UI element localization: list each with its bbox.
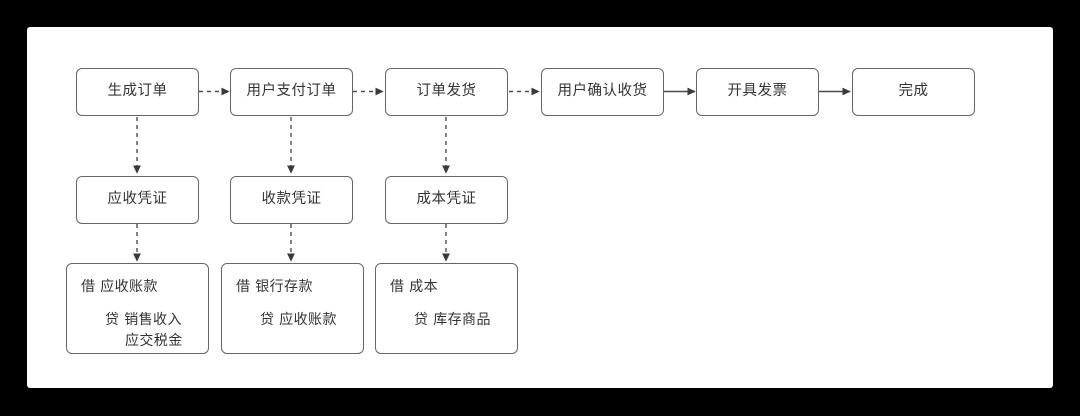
entry-line-spacer [236,299,363,311]
entry-line: 应交税金 [125,333,183,349]
entry-line: 贷 应收账款 [260,312,337,328]
node-entry-cost[interactable]: 借 成本 贷 库存商品 [375,263,518,354]
entry-line: 借 成本 [390,279,439,295]
node-step-ship[interactable]: 订单发货 [385,68,508,116]
node-step-create-order[interactable]: 生成订单 [76,68,199,116]
node-voucher-collection[interactable]: 收款凭证 [230,176,353,224]
entry-line: 贷 库存商品 [414,312,491,328]
entry-line-spacer [81,299,208,311]
node-entry-collection[interactable]: 借 银行存款 贷 应收账款 [221,263,364,354]
node-voucher-cost[interactable]: 成本凭证 [385,176,508,224]
entry-line: 借 应收账款 [81,279,158,295]
node-step-issue-invoice[interactable]: 开具发票 [696,68,819,116]
node-step-done[interactable]: 完成 [852,68,975,116]
entry-line: 借 银行存款 [236,279,313,295]
node-voucher-receivable[interactable]: 应收凭证 [76,176,199,224]
entry-line: 贷 销售收入 [105,312,182,328]
node-entry-receivable[interactable]: 借 应收账款 贷 销售收入 应交税金 [66,263,209,354]
entry-line-spacer [390,299,517,311]
diagram-canvas: 生成订单 用户支付订单 订单发货 用户确认收货 开具发票 完成 应收凭证 收款凭… [27,27,1053,388]
node-step-user-pay[interactable]: 用户支付订单 [230,68,353,116]
node-step-confirm-receipt[interactable]: 用户确认收货 [541,68,664,116]
